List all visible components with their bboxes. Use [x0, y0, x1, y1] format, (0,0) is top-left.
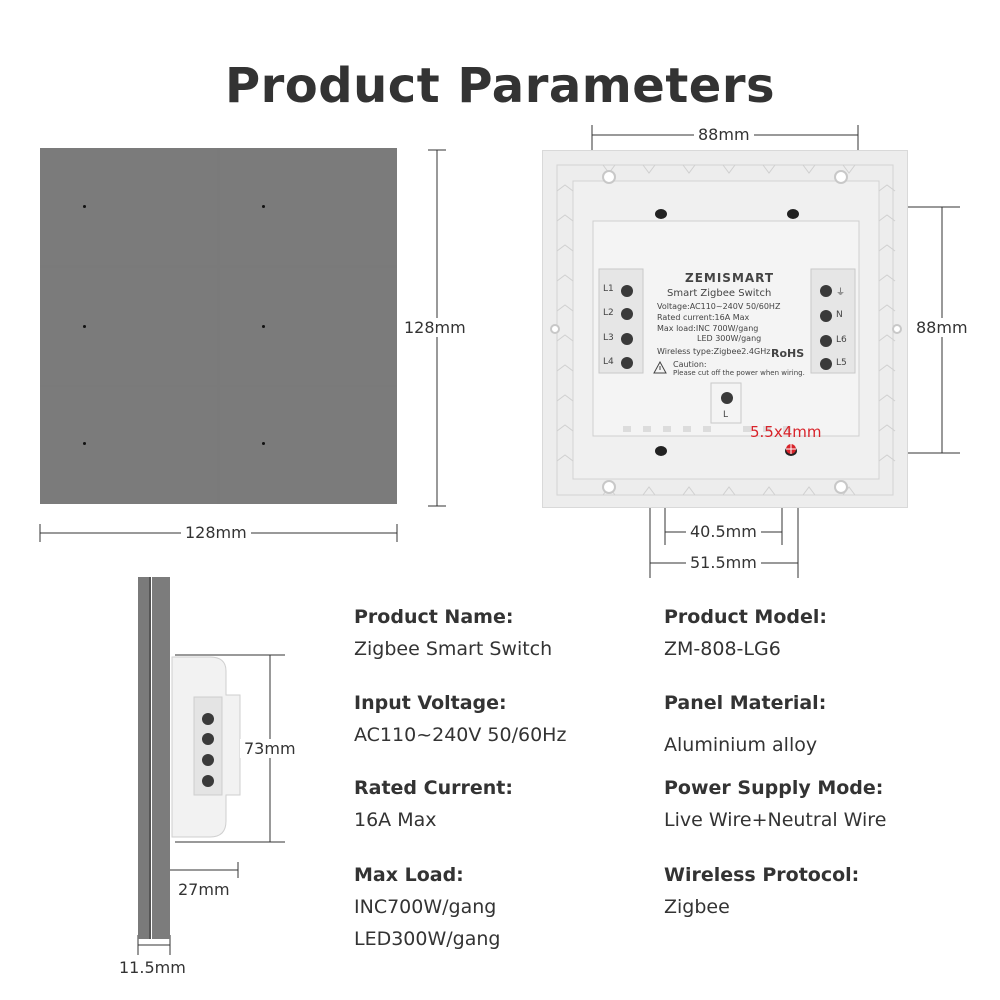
product-name-value: Zigbee Smart Switch	[354, 638, 553, 660]
module-caution-text: Please cut off the power when wiring.	[673, 369, 805, 377]
terminal-l3: L3	[603, 333, 614, 343]
module-name: Smart Zigbee Switch	[667, 288, 772, 299]
module-load-inc: Max load:INC 700W/gang	[657, 324, 759, 333]
wireless-protocol-label: Wireless Protocol:	[664, 864, 860, 886]
panel-material-label: Panel Material:	[664, 692, 827, 714]
module-voltage: Voltage:AC110~240V 50/60HZ	[657, 302, 781, 311]
rated-current-label: Rated Current:	[354, 777, 513, 799]
module-caution: Caution:	[673, 360, 707, 369]
power-supply-label: Power Supply Mode:	[664, 777, 884, 799]
terminal-l5: L5	[836, 358, 847, 368]
back-height-label: 88mm	[912, 318, 972, 337]
input-voltage-value: AC110~240V 50/60Hz	[354, 724, 567, 746]
page-title: Product Parameters	[224, 58, 776, 114]
brand-logo: ZEMISMART	[685, 271, 775, 285]
hole-spacing-outer-label: 51.5mm	[686, 553, 761, 572]
wireless-protocol-value: Zigbee	[664, 896, 730, 918]
max-load-inc-value: INC700W/gang	[354, 896, 497, 918]
warning-icon	[653, 361, 667, 374]
switch-key-6	[220, 387, 397, 504]
front-height-label: 128mm	[400, 318, 470, 337]
switch-key-1	[40, 148, 217, 265]
front-width-label: 128mm	[181, 523, 251, 542]
max-load-label: Max Load:	[354, 864, 464, 886]
terminal-l2: L2	[603, 308, 614, 318]
panel-material-value: Aluminium alloy	[664, 734, 818, 756]
panel-thickness-label: 11.5mm	[115, 958, 190, 977]
side-height-label: 73mm	[240, 739, 300, 758]
screw-hole-label: 5.5x4mm	[750, 423, 822, 441]
rohs-mark: RoHS	[771, 347, 805, 360]
hole-spacing-inner-label: 40.5mm	[686, 522, 761, 541]
terminal-ground: ⏚	[836, 288, 846, 298]
switch-key-2	[220, 148, 397, 265]
back-width-label: 88mm	[694, 125, 754, 144]
terminal-n: N	[836, 310, 843, 320]
screw-hole-marker-icon	[786, 444, 796, 454]
input-voltage-label: Input Voltage:	[354, 692, 507, 714]
side-depth-label: 27mm	[174, 880, 234, 899]
terminal-l6: L6	[836, 335, 847, 345]
terminal-l1: L1	[603, 284, 614, 294]
switch-key-3	[40, 268, 217, 385]
module-load-led: LED 300W/gang	[697, 334, 762, 343]
product-model-label: Product Model:	[664, 606, 827, 628]
terminal-l4: L4	[603, 357, 614, 367]
power-supply-value: Live Wire+Neutral Wire	[664, 809, 887, 831]
terminal-l: L	[723, 410, 729, 420]
module-wireless: Wireless type:Zigbee2.4GHz	[657, 347, 771, 356]
front-panel-image	[40, 148, 397, 504]
product-name-label: Product Name:	[354, 606, 514, 628]
switch-key-4	[220, 268, 397, 385]
side-view-image	[138, 577, 241, 939]
product-model-value: ZM-808-LG6	[664, 638, 781, 660]
switch-key-5	[40, 387, 217, 504]
rated-current-value: 16A Max	[354, 809, 437, 831]
back-view-image: L1 L2 L3 L4 ⏚ N L6 L5 L ZEMISMART Smart …	[542, 150, 908, 508]
module-current: Rated current:16A Max	[657, 313, 750, 322]
max-load-led-value: LED300W/gang	[354, 928, 501, 950]
